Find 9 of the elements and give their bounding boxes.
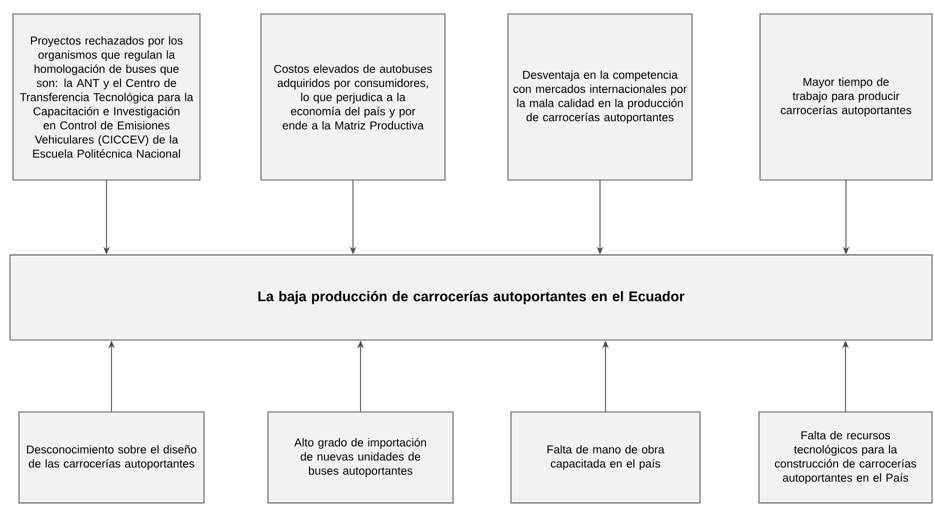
cause-box: Proyectos rechazados por los organismos que regulan la homologación de buses que son: la ANT y el Centro de Transferencia Tecnológica para la Capacitación e Investigación en Control de Emisiones Vehiculares (CICCEV) de la Escuela Politécnica Nacional (12, 14, 200, 180)
cause-box: Falta de recursos tecnológicos para la construcción de carrocerías autoportantes en el País (758, 412, 932, 504)
cause-box: Desventaja en la competencia con mercados internacionales por la mala calidad en la producción de carrocerías autoportantes (508, 14, 692, 180)
cause-box: Desconocimiento sobre el diseño de las carrocerías autoportantes (18, 412, 204, 504)
cause-box: Mayor tiempo de trabajo para producir carrocerías autoportantes (760, 14, 932, 180)
cause-box: Costos elevados de autobuses adquiridos por consumidores, lo que perjudica a la economía del país y por ende a la Matriz Productiva (260, 14, 446, 180)
cause-box: Falta de mano de obra capacitada en el país (510, 412, 700, 504)
problem-box: La baja producción de carrocerías autoportantes en el Ecuador (10, 254, 932, 340)
cause-box: Alto grado de importación de nuevas unidades de buses autoportantes (268, 412, 454, 504)
